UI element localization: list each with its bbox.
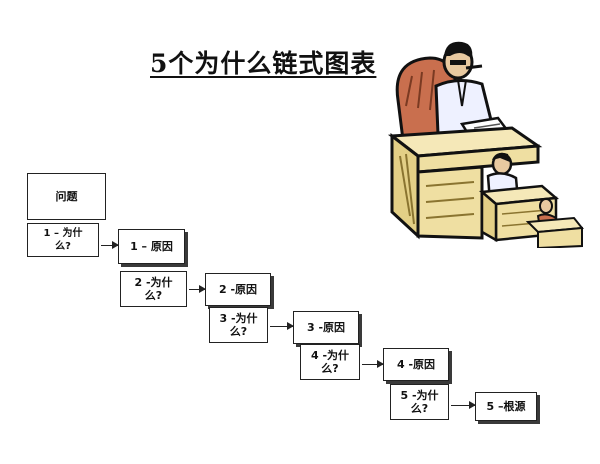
arrow-4 — [362, 360, 384, 368]
cause-box-5: 5 –根源 — [475, 392, 537, 421]
why-box-4: 4 -为什 么? — [300, 344, 360, 380]
problem-box: 问题 — [27, 173, 106, 220]
arrow-1 — [101, 241, 119, 249]
arrow-3 — [270, 322, 294, 330]
why-box-1: 1 – 为什 么? — [27, 223, 99, 257]
cause-box-3: 3 -原因 — [293, 311, 359, 344]
why-box-3: 3 -为什 么? — [209, 307, 268, 343]
why-box-2: 2 -为什 么? — [120, 271, 187, 307]
arrow-5 — [451, 401, 476, 409]
why-box-5: 5 -为什 么? — [390, 384, 449, 420]
arrow-2 — [189, 285, 206, 293]
cause-box-1: 1 – 原因 — [118, 229, 185, 264]
cause-box-2: 2 -原因 — [205, 273, 271, 306]
cause-box-4: 4 -原因 — [383, 348, 449, 381]
page-title: 5个为什么链式图表 — [150, 49, 377, 78]
desk-workers-icon — [387, 41, 584, 248]
